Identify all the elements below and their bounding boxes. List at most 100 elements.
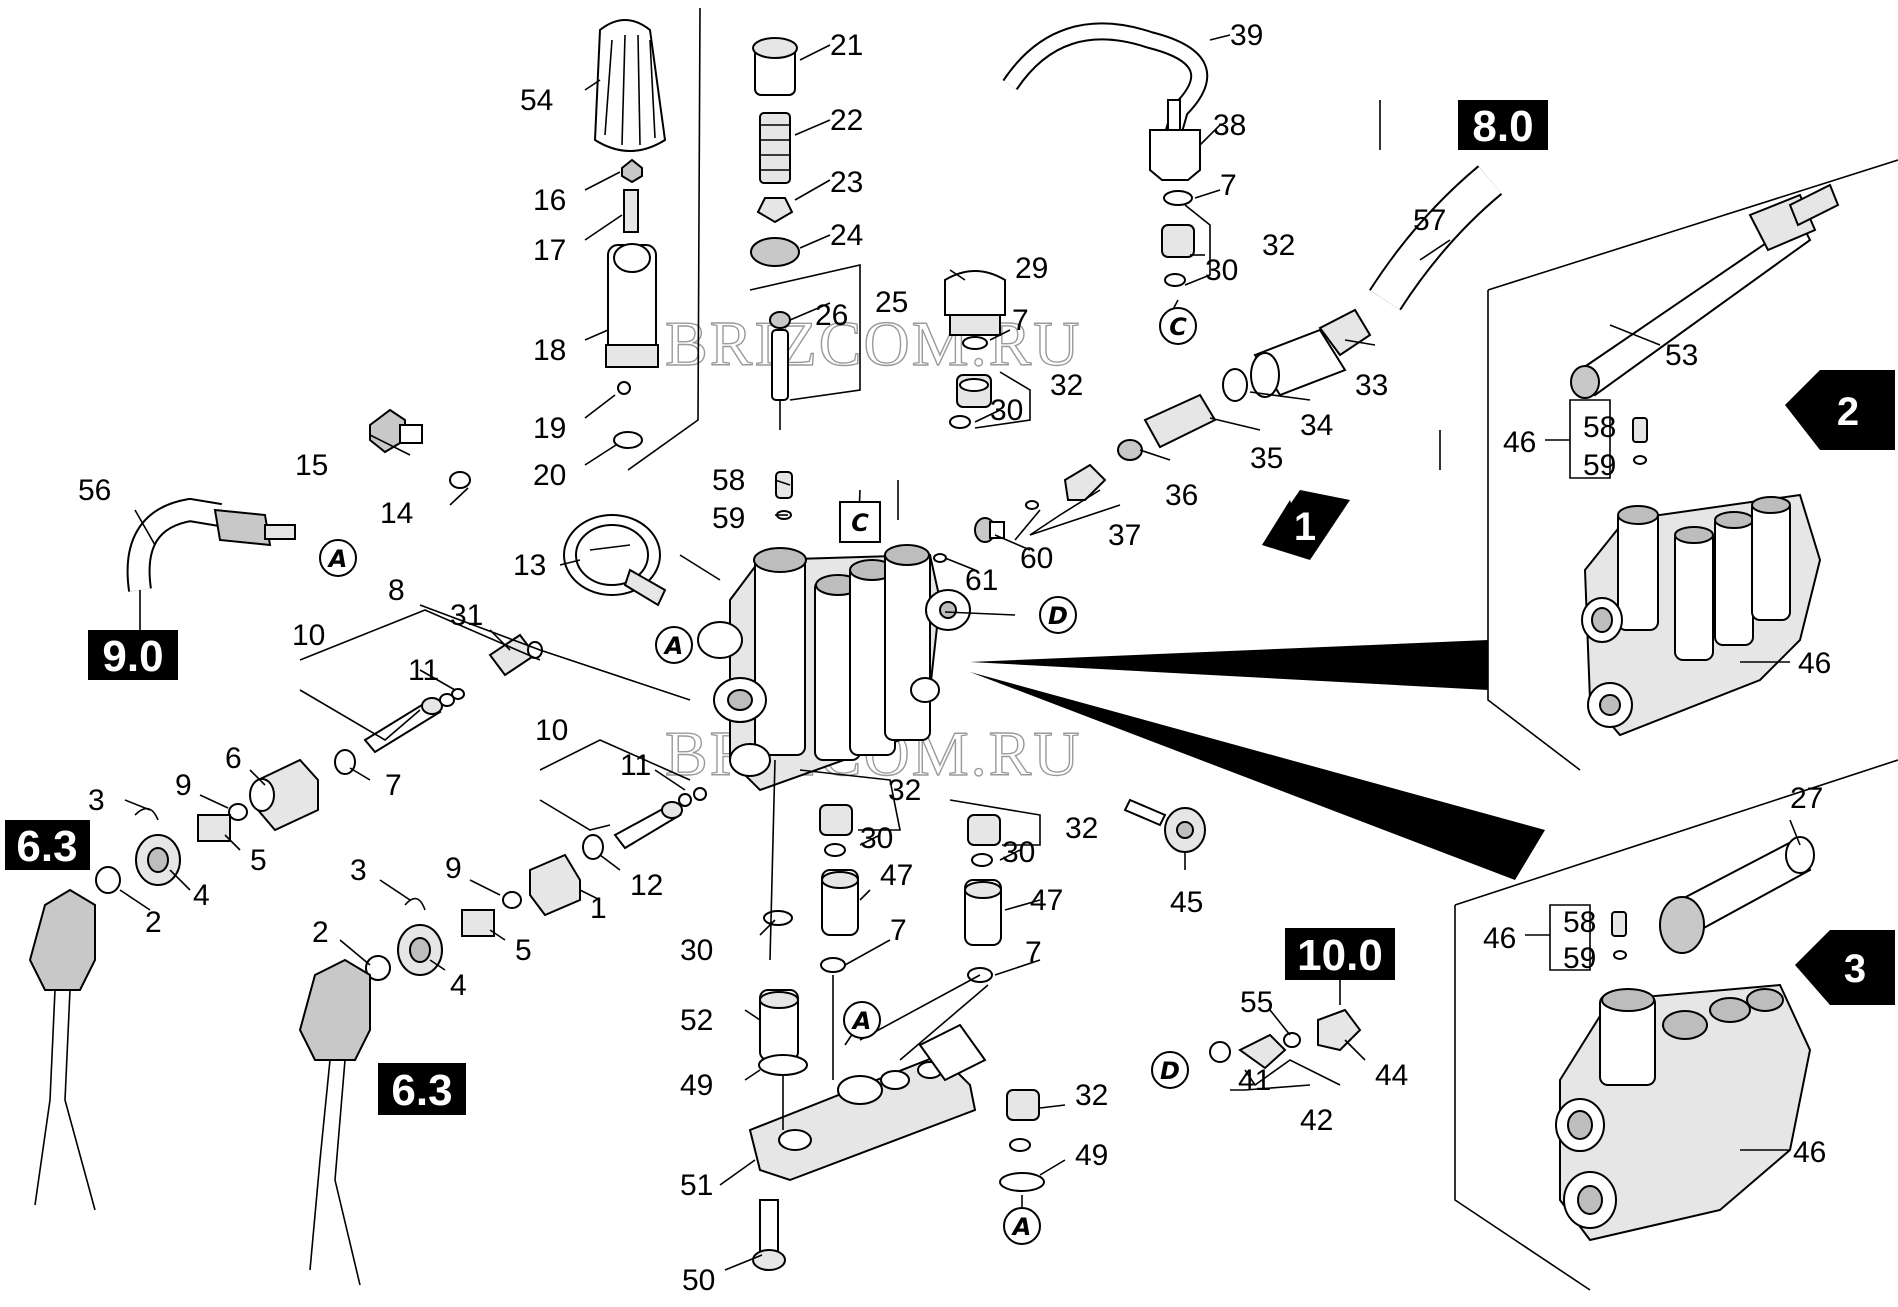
- part-label: 11: [620, 749, 651, 782]
- part-label: 1: [590, 892, 607, 925]
- valve-32-bottom: [1006, 1089, 1040, 1121]
- part-label: 41: [1238, 1064, 1271, 1097]
- view3-frame-line: [1454, 759, 1898, 906]
- connector-d-sensor: D: [1151, 1051, 1189, 1089]
- spring-5-lower: [461, 909, 495, 937]
- part-label: 32: [1050, 369, 1083, 402]
- oring-30-right: [971, 853, 993, 867]
- oring-12: [582, 834, 604, 860]
- part-label: 47: [880, 859, 913, 892]
- part-label: 32: [888, 774, 921, 807]
- spring-5-upper: [197, 814, 231, 842]
- seat-23: [756, 197, 794, 224]
- part-label: 17: [533, 234, 566, 267]
- nut-16: [621, 158, 643, 184]
- fitting-38: [1149, 99, 1201, 181]
- part-label: 30: [860, 822, 893, 855]
- check-valve-4-upper: [135, 834, 181, 886]
- washer-9-upper: [228, 803, 248, 821]
- inlet-fitting-33: [1250, 308, 1372, 398]
- view-marker-1: 1: [1262, 490, 1350, 560]
- pin-58-view3: [1611, 911, 1627, 937]
- part-label: 10: [535, 714, 568, 747]
- pipe-53: [1570, 183, 1840, 399]
- watermark-upper: BRIZCOM.RU: [665, 308, 1082, 379]
- view-marker-3: 3: [1795, 930, 1895, 1005]
- svg-text:C: C: [851, 509, 869, 537]
- oring-7: [962, 336, 988, 350]
- clip-3-lower: [404, 897, 426, 911]
- section-ref-9-0: 9.0: [88, 630, 178, 681]
- view-marker-2: 2: [1785, 370, 1895, 450]
- part-label: 2: [145, 906, 162, 939]
- oring-11-lower: [678, 793, 692, 807]
- part-label: 7: [1012, 304, 1029, 337]
- part-label: 36: [1165, 479, 1198, 512]
- part-label: 6: [225, 742, 242, 775]
- part-label: 22: [830, 104, 863, 137]
- manifold-view3: [1555, 983, 1812, 1242]
- part-label: 3: [350, 854, 367, 887]
- part-label: 29: [1015, 252, 1048, 285]
- svg-text:6.3: 6.3: [391, 1066, 452, 1115]
- oring-61: [933, 553, 947, 563]
- part-label: 15: [295, 449, 328, 482]
- part-label: 11: [408, 654, 439, 687]
- part-label: 58: [1583, 411, 1616, 444]
- valve-41: [1238, 1033, 1287, 1070]
- sensor-44: [1317, 1008, 1362, 1052]
- part-label: 10: [292, 619, 325, 652]
- svg-text:2: 2: [1837, 390, 1859, 434]
- part-label: 38: [1213, 109, 1246, 142]
- oring-49: [758, 1054, 808, 1076]
- part-label: 59: [1563, 942, 1596, 975]
- set-screw-17: [623, 189, 639, 233]
- svg-text:A: A: [663, 632, 684, 660]
- oring-30: [949, 415, 971, 429]
- svg-text:8.0: 8.0: [1472, 102, 1533, 151]
- part-label: 7: [1220, 169, 1237, 202]
- part-label: 2: [312, 916, 329, 949]
- part-label: 47: [1030, 884, 1063, 917]
- part-label: 9: [175, 769, 192, 802]
- connector-c-top: C: [1159, 307, 1197, 345]
- bolt-45: [1123, 798, 1206, 853]
- part-label: 4: [450, 969, 467, 1002]
- part-label: 57: [1413, 204, 1446, 237]
- spring-22: [759, 112, 791, 184]
- plug-60: [974, 517, 1005, 543]
- part-label: 18: [533, 334, 566, 367]
- section-ref-10-0: 10.0: [1285, 928, 1395, 980]
- part-label: 44: [1375, 1059, 1408, 1092]
- part-label: 32: [1065, 812, 1098, 845]
- oring-59-view3: [1613, 950, 1627, 960]
- part-label: 9: [445, 852, 462, 885]
- view2-frame-line: [1487, 290, 1581, 771]
- pressure-switch-lower: [298, 958, 371, 1286]
- connector-a-manifold: A: [655, 626, 693, 664]
- svg-text:10.0: 10.0: [1297, 931, 1383, 980]
- part-label: 3: [88, 784, 105, 817]
- pin-58-view2: [1632, 417, 1648, 443]
- part-label: 5: [515, 934, 532, 967]
- oring-55: [1283, 1032, 1301, 1048]
- washer-2-lower: [365, 955, 391, 981]
- part-label: 53: [1665, 339, 1698, 372]
- part-label: 4: [193, 879, 210, 912]
- svg-text:3: 3: [1844, 947, 1866, 991]
- section-ref-6-3-upper: 6.3: [5, 820, 90, 871]
- housing-37: [1063, 463, 1107, 501]
- clip-3-upper: [134, 807, 159, 821]
- plug-29: [944, 270, 1006, 336]
- part-label: 42: [1300, 1104, 1333, 1137]
- poppet-36: [1117, 439, 1143, 461]
- view2-pointer-wedge: [970, 640, 1488, 690]
- part-label: 33: [1355, 369, 1388, 402]
- cover-plate-51: [748, 1023, 987, 1182]
- part-label: 49: [1075, 1139, 1108, 1172]
- part-label: 46: [1793, 1136, 1826, 1169]
- svg-text:6.3: 6.3: [16, 822, 77, 871]
- nut-24: [750, 237, 800, 267]
- part-label: 46: [1503, 426, 1536, 459]
